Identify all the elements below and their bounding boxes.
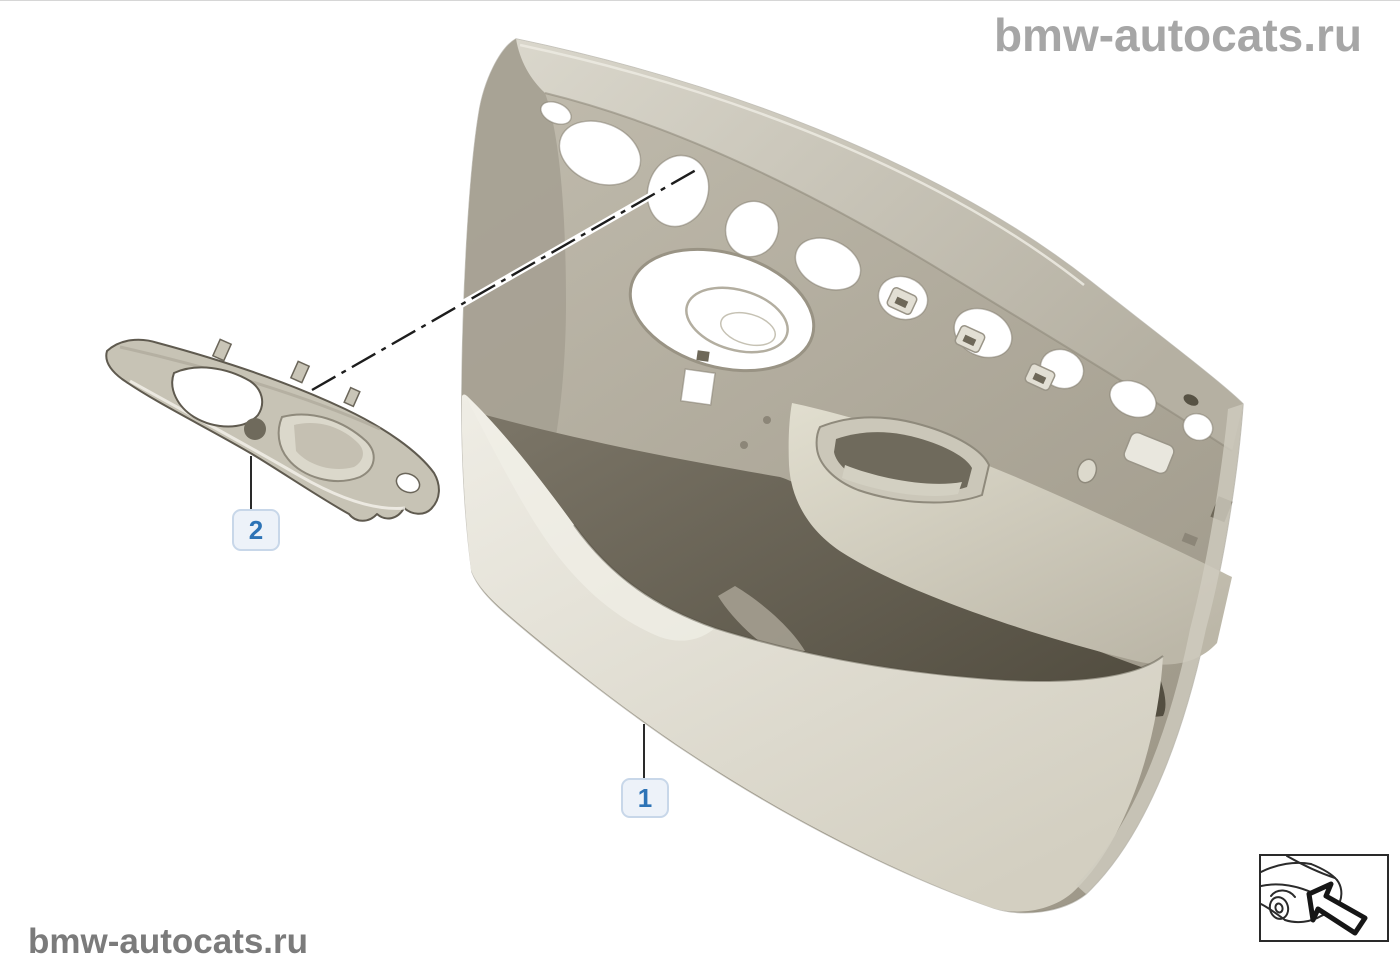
leader-line-part-2-to-door <box>310 166 698 394</box>
mounting-holes <box>540 101 1214 442</box>
door-sill-band <box>516 39 1243 451</box>
tweeter-cutout <box>628 247 816 373</box>
callout-2[interactable]: 2 <box>232 509 280 551</box>
pocket-divider <box>718 586 805 656</box>
lock-knob-hole <box>244 418 266 440</box>
window-switch-opening <box>171 366 264 428</box>
watermark-top-right: bmw-autocats.ru <box>993 9 1362 61</box>
wiring-opening <box>680 350 798 449</box>
map-pocket-recess <box>478 413 1166 719</box>
arrow-icon <box>1306 881 1368 936</box>
sill-clip-tabs <box>886 287 1199 406</box>
armrest <box>788 403 1232 665</box>
callout-1[interactable]: 1 <box>621 778 669 818</box>
door-right-rim <box>1076 404 1243 894</box>
lower-panel-highlight <box>467 396 715 641</box>
switch-trim-outline <box>105 338 440 522</box>
switch-panel-trim-illustration <box>105 338 440 522</box>
car-with-arrow-icon <box>1260 855 1368 936</box>
watermark-bottom-left: bmw-autocats.ru <box>28 922 309 961</box>
car-position-thumbnail[interactable] <box>1259 854 1389 942</box>
lower-trim-panel <box>461 394 1163 912</box>
door-panel-illustration <box>461 38 1244 914</box>
